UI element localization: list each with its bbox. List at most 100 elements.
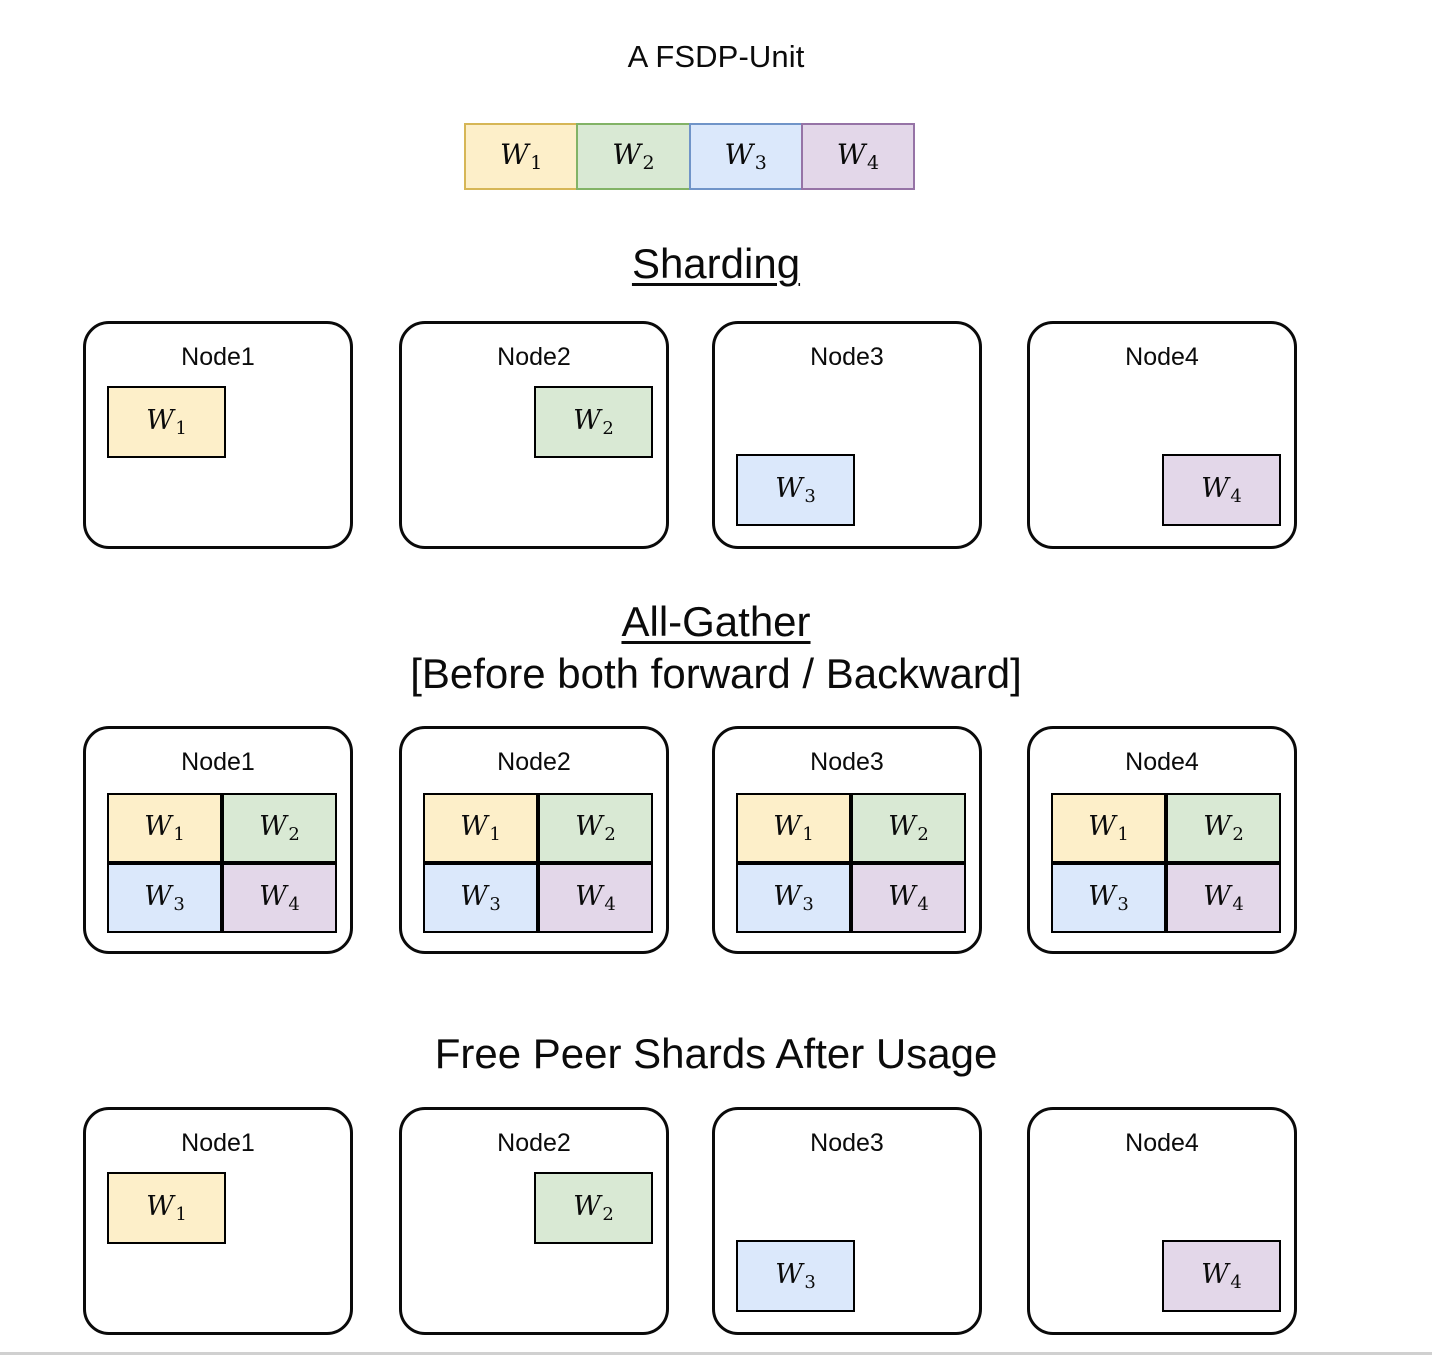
- shard-grid-free-node4: W4: [1051, 1174, 1281, 1314]
- shard-w2: W2: [534, 1172, 653, 1244]
- node-label-sharding-node1: Node1: [181, 343, 255, 371]
- shard-label-w4: W4: [1201, 472, 1242, 507]
- node-label-sharding-node4: Node4: [1125, 343, 1199, 371]
- node-label-free-node4: Node4: [1125, 1129, 1199, 1157]
- bottom-divider: [0, 1352, 1432, 1355]
- shard-label-w3: W3: [724, 137, 767, 174]
- shard-label-w3: W3: [773, 880, 814, 915]
- shard-w1: W1: [107, 1172, 226, 1244]
- node-box-free-node2: Node2 W2: [399, 1107, 669, 1335]
- unit-shard-w2: W2: [576, 123, 691, 190]
- node-box-free-node1: Node1 W1: [83, 1107, 353, 1335]
- shard-label-w1: W1: [146, 404, 187, 439]
- shard-w3: W3: [107, 863, 222, 933]
- shard-w4: W4: [851, 863, 966, 933]
- shard-grid-allgather-node4: W1 W2 W3 W4: [1051, 793, 1281, 933]
- fsdp-unit-bar: W1 W2 W3 W4: [464, 123, 915, 190]
- shard-w2: W2: [222, 793, 337, 863]
- section-heading-sharding-text: Sharding: [631, 240, 801, 287]
- unit-shard-w4: W4: [800, 123, 915, 190]
- shard-label-w2: W2: [575, 810, 616, 845]
- node-box-allgather-node1: Node1 W1 W2 W3 W4: [83, 726, 353, 954]
- shard-grid-free-node1: W1: [107, 1172, 337, 1314]
- shard-w2: W2: [538, 793, 653, 863]
- shard-grid-sharding-node2: W2: [423, 386, 653, 528]
- node-box-allgather-node4: Node4 W1 W2 W3 W4: [1027, 726, 1297, 954]
- section-heading-free: Free Peer Shards After Usage: [434, 1030, 998, 1077]
- section-heading-allgather-text: All-Gather: [621, 598, 811, 645]
- node-box-sharding-node2: Node2 W2: [399, 321, 669, 549]
- shard-w3: W3: [1051, 863, 1166, 933]
- shard-label-w3: W3: [460, 880, 501, 915]
- node-box-free-node3: Node3 W3: [712, 1107, 982, 1335]
- shard-w4: W4: [1162, 454, 1281, 526]
- node-row-sharding: Node1 W1 Node2 W2 Node3 W3: [83, 321, 1349, 549]
- shard-grid-free-node2: W2: [423, 1172, 653, 1314]
- shard-label-w4: W4: [1201, 1258, 1242, 1293]
- shard-w1: W1: [736, 793, 851, 863]
- shard-grid-allgather-node2: W1 W2 W3 W4: [423, 793, 653, 933]
- shard-w4: W4: [1162, 1240, 1281, 1312]
- shard-label-w1: W1: [499, 137, 543, 174]
- shard-w3: W3: [736, 454, 855, 526]
- shard-label-w1: W1: [146, 1190, 187, 1225]
- node-row-allgather: Node1 W1 W2 W3 W4 Node2 W1 W2 W3 W4 Node…: [83, 726, 1349, 954]
- shard-w3: W3: [736, 863, 851, 933]
- shard-label-w4: W4: [575, 880, 616, 915]
- node-label-sharding-node2: Node2: [497, 343, 571, 371]
- shard-label-w3: W3: [1088, 880, 1129, 915]
- node-label-sharding-node3: Node3: [810, 343, 884, 371]
- node-label-free-node3: Node3: [810, 1129, 884, 1157]
- section-heading-sharding: Sharding: [0, 238, 1432, 290]
- shard-grid-sharding-node4: W4: [1051, 388, 1281, 528]
- shard-w3: W3: [423, 863, 538, 933]
- shard-w2: W2: [534, 386, 653, 458]
- shard-label-w2: W2: [612, 137, 655, 174]
- shard-w1: W1: [1051, 793, 1166, 863]
- section-heading-allgather: All-Gather: [0, 596, 1432, 648]
- page-title: A FSDP-Unit: [627, 39, 805, 74]
- node-box-free-node4: Node4 W4: [1027, 1107, 1297, 1335]
- node-label-allgather-node2: Node2: [497, 748, 571, 776]
- shard-w4: W4: [222, 863, 337, 933]
- shard-w1: W1: [107, 793, 222, 863]
- shard-label-w1: W1: [1088, 810, 1129, 845]
- shard-w1: W1: [107, 386, 226, 458]
- shard-label-w2: W2: [1203, 810, 1244, 845]
- shard-label-w1: W1: [460, 810, 501, 845]
- shard-w4: W4: [1166, 863, 1281, 933]
- shard-label-w4: W4: [888, 880, 929, 915]
- shard-label-w2: W2: [259, 810, 300, 845]
- section-subheading-allgather: [Before both forward / Backward]: [410, 650, 1022, 697]
- shard-label-w4: W4: [836, 137, 880, 174]
- node-label-free-node2: Node2: [497, 1129, 571, 1157]
- unit-shard-w1: W1: [464, 123, 579, 190]
- shard-label-w2: W2: [888, 810, 929, 845]
- shard-label-w1: W1: [773, 810, 814, 845]
- node-row-free: Node1 W1 Node2 W2 Node3 W3 Node4 W4: [83, 1107, 1349, 1335]
- shard-grid-free-node3: W3: [736, 1174, 966, 1314]
- node-label-allgather-node3: Node3: [810, 748, 884, 776]
- shard-grid-allgather-node1: W1 W2 W3 W4: [107, 793, 337, 933]
- shard-label-w3: W3: [775, 472, 816, 507]
- node-label-allgather-node1: Node1: [181, 748, 255, 776]
- shard-label-w3: W3: [144, 880, 185, 915]
- shard-w1: W1: [423, 793, 538, 863]
- node-box-sharding-node3: Node3 W3: [712, 321, 982, 549]
- shard-w2: W2: [851, 793, 966, 863]
- node-box-allgather-node2: Node2 W1 W2 W3 W4: [399, 726, 669, 954]
- shard-label-w2: W2: [573, 404, 614, 439]
- unit-shard-w3: W3: [688, 123, 803, 190]
- node-box-sharding-node4: Node4 W4: [1027, 321, 1297, 549]
- shard-w2: W2: [1166, 793, 1281, 863]
- node-box-allgather-node3: Node3 W1 W2 W3 W4: [712, 726, 982, 954]
- shard-grid-sharding-node1: W1: [107, 386, 337, 528]
- shard-label-w2: W2: [573, 1190, 614, 1225]
- shard-label-w3: W3: [775, 1258, 816, 1293]
- node-label-free-node1: Node1: [181, 1129, 255, 1157]
- shard-grid-allgather-node3: W1 W2 W3 W4: [736, 793, 966, 933]
- shard-label-w1: W1: [144, 810, 185, 845]
- shard-grid-sharding-node3: W3: [736, 388, 966, 528]
- node-label-allgather-node4: Node4: [1125, 748, 1199, 776]
